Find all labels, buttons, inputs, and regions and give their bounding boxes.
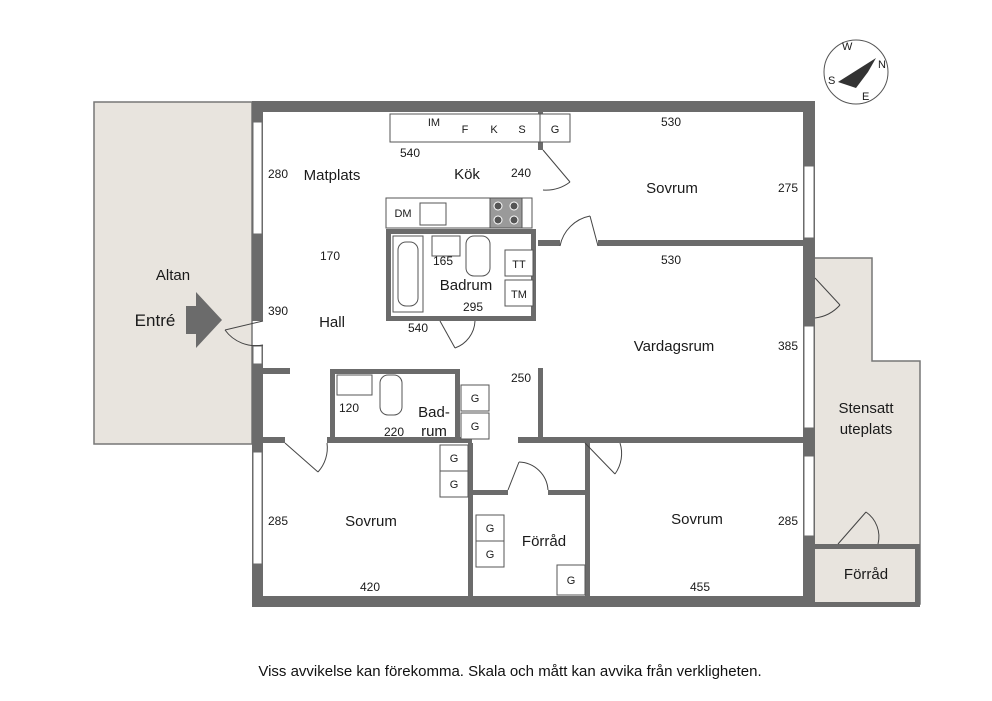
room-vardagsrum: Vardagsrum xyxy=(634,338,715,355)
dim-280: 280 xyxy=(268,167,288,181)
dim-390: 390 xyxy=(268,304,288,318)
room-badrum-small-2: rum xyxy=(421,423,447,440)
dim-530-top: 530 xyxy=(661,115,681,129)
compass-n: N xyxy=(878,59,886,71)
small-bath-fixtures xyxy=(336,374,403,416)
room-hall: Hall xyxy=(319,314,345,331)
room-matplats: Matplats xyxy=(304,167,361,184)
stove-burners xyxy=(493,201,519,225)
dim-240: 240 xyxy=(511,166,531,180)
fixture-k: K xyxy=(490,124,498,136)
closet-g-3: G xyxy=(450,453,459,465)
room-sovrum-bl: Sovrum xyxy=(345,513,397,530)
fixture-tm: TM xyxy=(511,289,527,301)
fixture-tt: TT xyxy=(512,259,526,271)
compass-s: S xyxy=(828,75,835,87)
dim-285-right: 285 xyxy=(778,514,798,528)
closet-g-7: G xyxy=(567,575,576,587)
bath-fixtures xyxy=(392,235,534,313)
dim-285-left: 285 xyxy=(268,514,288,528)
fixture-im: IM xyxy=(428,117,440,129)
entrance-arrow xyxy=(186,292,222,348)
fixture-g-kitchen: G xyxy=(551,124,560,136)
disclaimer-text: Viss avvikelse kan förekomma. Skala och … xyxy=(258,663,761,680)
windows xyxy=(252,121,815,565)
dim-540-kitchen: 540 xyxy=(400,146,420,160)
fixture-f: F xyxy=(462,124,469,136)
closet-g-5: G xyxy=(486,523,495,535)
dim-530-mid: 530 xyxy=(661,253,681,267)
room-sovrum-br: Sovrum xyxy=(671,511,723,528)
room-forrad-mid: Förråd xyxy=(522,533,566,550)
room-entre: Entré xyxy=(135,311,176,330)
room-forrad-right: Förråd xyxy=(844,566,888,583)
room-badrum-main: Badrum xyxy=(440,277,493,294)
room-stensatt-2: uteplats xyxy=(840,421,893,438)
fixture-dm: DM xyxy=(394,208,411,220)
room-badrum-small-1: Bad- xyxy=(418,404,450,421)
room-stensatt-1: Stensatt xyxy=(838,400,894,417)
dim-455: 455 xyxy=(690,580,710,594)
dim-170: 170 xyxy=(320,249,340,263)
compass-e: E xyxy=(862,91,869,103)
doors xyxy=(224,149,880,545)
dim-420: 420 xyxy=(360,580,380,594)
closet-g-4: G xyxy=(450,479,459,491)
room-sovrum-top: Sovrum xyxy=(646,180,698,197)
dim-275: 275 xyxy=(778,181,798,195)
compass-icon xyxy=(823,39,889,105)
dim-540-bath: 540 xyxy=(408,321,428,335)
dim-165: 165 xyxy=(433,254,453,268)
dim-250: 250 xyxy=(511,371,531,385)
room-kok: Kök xyxy=(454,166,480,183)
fixture-s: S xyxy=(518,124,525,136)
closets xyxy=(439,384,586,596)
dim-385: 385 xyxy=(778,339,798,353)
closet-g-1: G xyxy=(471,393,480,405)
dim-295: 295 xyxy=(463,300,483,314)
closet-g-2: G xyxy=(471,421,480,433)
compass-w: W xyxy=(842,41,853,53)
dim-120: 120 xyxy=(339,401,359,415)
room-altan: Altan xyxy=(156,267,190,284)
closet-g-6: G xyxy=(486,549,495,561)
dim-220: 220 xyxy=(384,425,404,439)
